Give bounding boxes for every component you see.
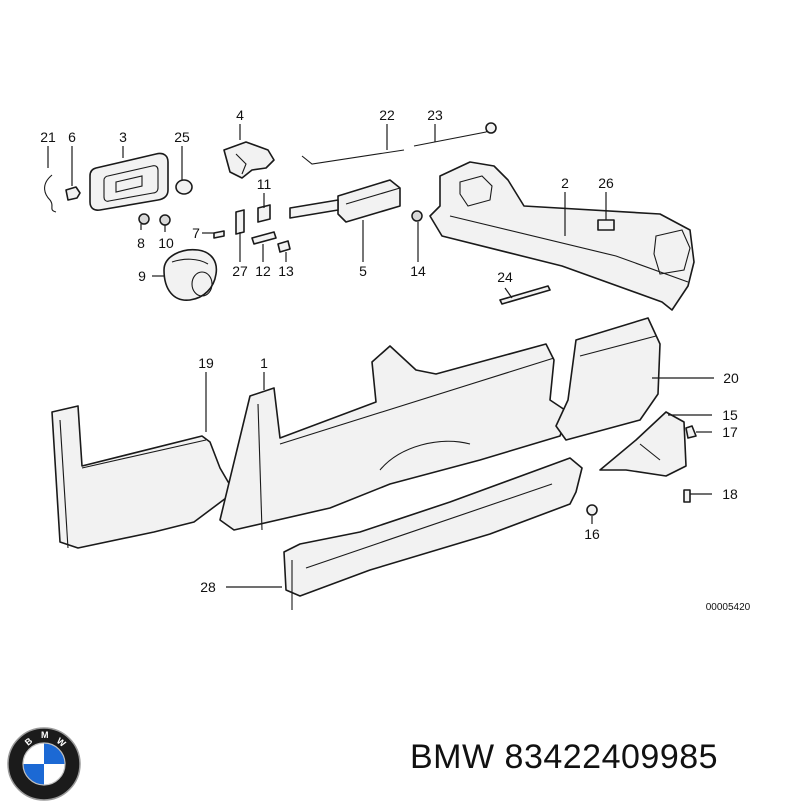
label-26: 26 (598, 175, 614, 191)
part-15-bracket (599, 411, 687, 477)
label-6: 6 (68, 129, 76, 145)
label-21: 21 (40, 129, 56, 145)
part-19-side-panel (51, 405, 235, 549)
part-28-inner-panel (283, 457, 583, 610)
label-25: 25 (174, 129, 190, 145)
part-7-screw (213, 230, 225, 239)
part-8-nut (138, 213, 150, 225)
part-24-clip (499, 285, 551, 305)
label-12: 12 (255, 263, 271, 279)
part-1-quarter-panel (219, 343, 569, 531)
label-28: 28 (200, 579, 216, 595)
part-23-knob (485, 122, 497, 134)
part-26-label (597, 219, 615, 231)
svg-text:M: M (41, 730, 49, 740)
part-number: 83422409985 (504, 738, 719, 776)
label-22: 22 (379, 107, 395, 123)
part-18-screw (683, 489, 691, 503)
part-2-rear-panel (429, 161, 695, 311)
label-1: 1 (260, 355, 268, 371)
label-16: 16 (584, 526, 600, 542)
part-22-rod (301, 149, 405, 165)
label-18: 18 (722, 486, 738, 502)
label-3: 3 (119, 129, 127, 145)
label-10: 10 (158, 235, 174, 251)
label-20: 20 (723, 370, 739, 386)
part-9-rubber-boot (163, 248, 218, 301)
label-5: 5 (359, 263, 367, 279)
part-12-pin (251, 231, 277, 245)
label-14: 14 (410, 263, 426, 279)
part-13-bush (277, 240, 291, 253)
label-2: 2 (561, 175, 569, 191)
brand-name: BMW (410, 738, 495, 776)
part-5-actuator (289, 179, 401, 223)
label-19: 19 (198, 355, 214, 371)
svg-text:B: B (23, 735, 35, 747)
label-11: 11 (257, 176, 272, 192)
part-17-clip (685, 425, 697, 439)
leader-lines (47, 124, 714, 588)
part-16-bush (586, 504, 598, 516)
part-6-clip (65, 186, 81, 201)
part-10-nut (159, 214, 171, 226)
part-25-cap (175, 179, 193, 195)
label-13: 13 (278, 263, 294, 279)
label-17: 17 (722, 424, 738, 440)
label-7: 7 (192, 225, 200, 241)
label-24: 24 (497, 269, 513, 285)
part-caption: BMW 83422409985 (410, 738, 718, 777)
label-27: 27 (232, 263, 248, 279)
label-9: 9 (138, 268, 146, 284)
part-27-hinge (235, 209, 245, 235)
part-4-bracket (223, 141, 275, 179)
part-11-latch (257, 204, 271, 223)
label-8: 8 (137, 235, 145, 251)
reference-code: 00005420 (706, 602, 751, 613)
part-3-filler-housing (89, 152, 169, 211)
part-20-panel (555, 317, 661, 441)
label-23: 23 (427, 107, 443, 123)
part-14-bolt (411, 210, 423, 222)
part-21-wire (44, 174, 57, 213)
label-4: 4 (236, 107, 244, 123)
bmw-roundel-logo: B M W (7, 727, 81, 801)
label-15: 15 (722, 407, 738, 423)
part-23-cable (413, 125, 493, 147)
part-number-labels: 21 6 3 25 4 22 23 11 2 26 7 8 10 27 12 1… (40, 107, 750, 613)
